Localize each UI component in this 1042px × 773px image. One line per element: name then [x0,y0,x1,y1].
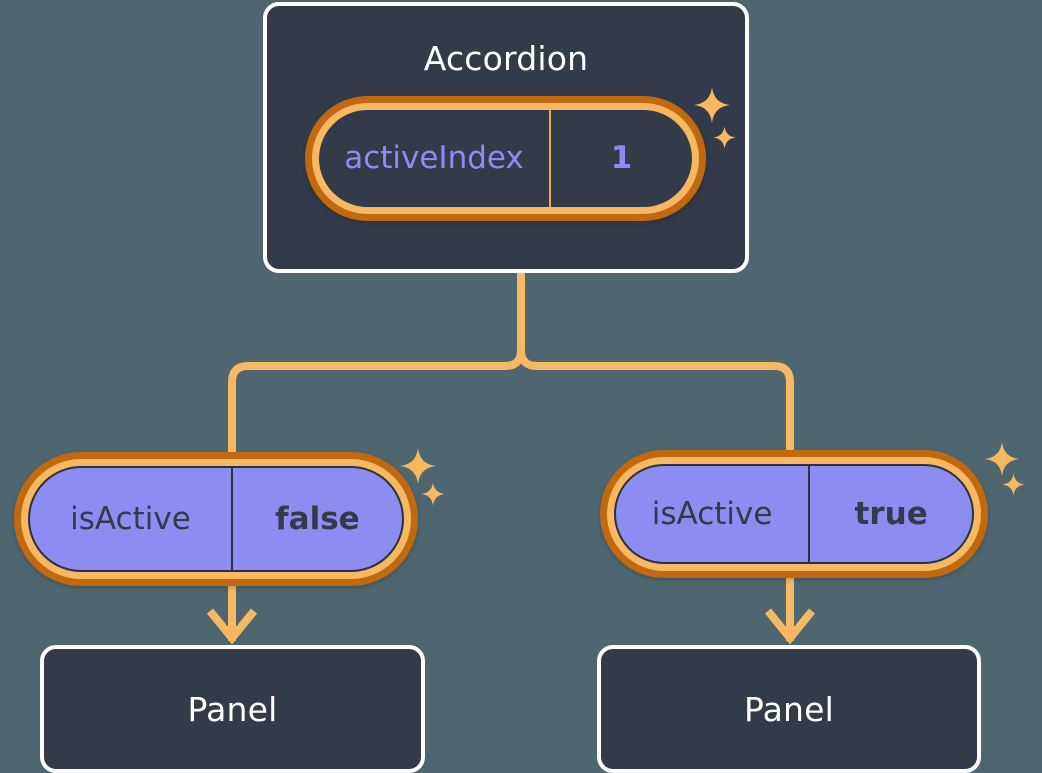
panel-card-title: Panel [743,689,835,729]
state-value-label: 1 [610,140,633,176]
connector-trunk-right [517,346,794,456]
panel-card-left[interactable]: Panel [40,645,425,773]
state-pill-ring: activeIndex 1 [312,103,699,214]
state-pill-isactive-false[interactable]: isActive false [14,452,418,586]
state-pill-ring: isActive false [21,459,411,579]
sparkle-small-icon [420,481,446,507]
state-pill-activeindex[interactable]: activeIndex 1 [305,96,706,221]
state-pill-ring: isActive true [607,457,981,571]
arrow-right-head-icon [764,608,816,645]
state-pill-body: isActive false [28,466,404,572]
arrow-left-head-icon [206,608,258,645]
state-pill-isactive-true[interactable]: isActive true [600,450,988,578]
state-pill-body: isActive true [614,464,974,564]
sparkle-small-icon [1001,472,1026,497]
connector-trunk [228,268,525,459]
state-pill-body: activeIndex 1 [319,110,692,207]
state-key-label: isActive [616,466,811,562]
panel-card-right[interactable]: Panel [597,645,981,773]
state-value-label: false [275,500,360,537]
state-key-label: isActive [30,468,233,570]
panel-card-title: Panel [187,689,278,729]
state-value-label: true [854,495,928,532]
accordion-card-title: Accordion [423,39,589,78]
state-key-label: activeIndex [319,110,551,207]
sparkle-icon [983,440,1021,478]
